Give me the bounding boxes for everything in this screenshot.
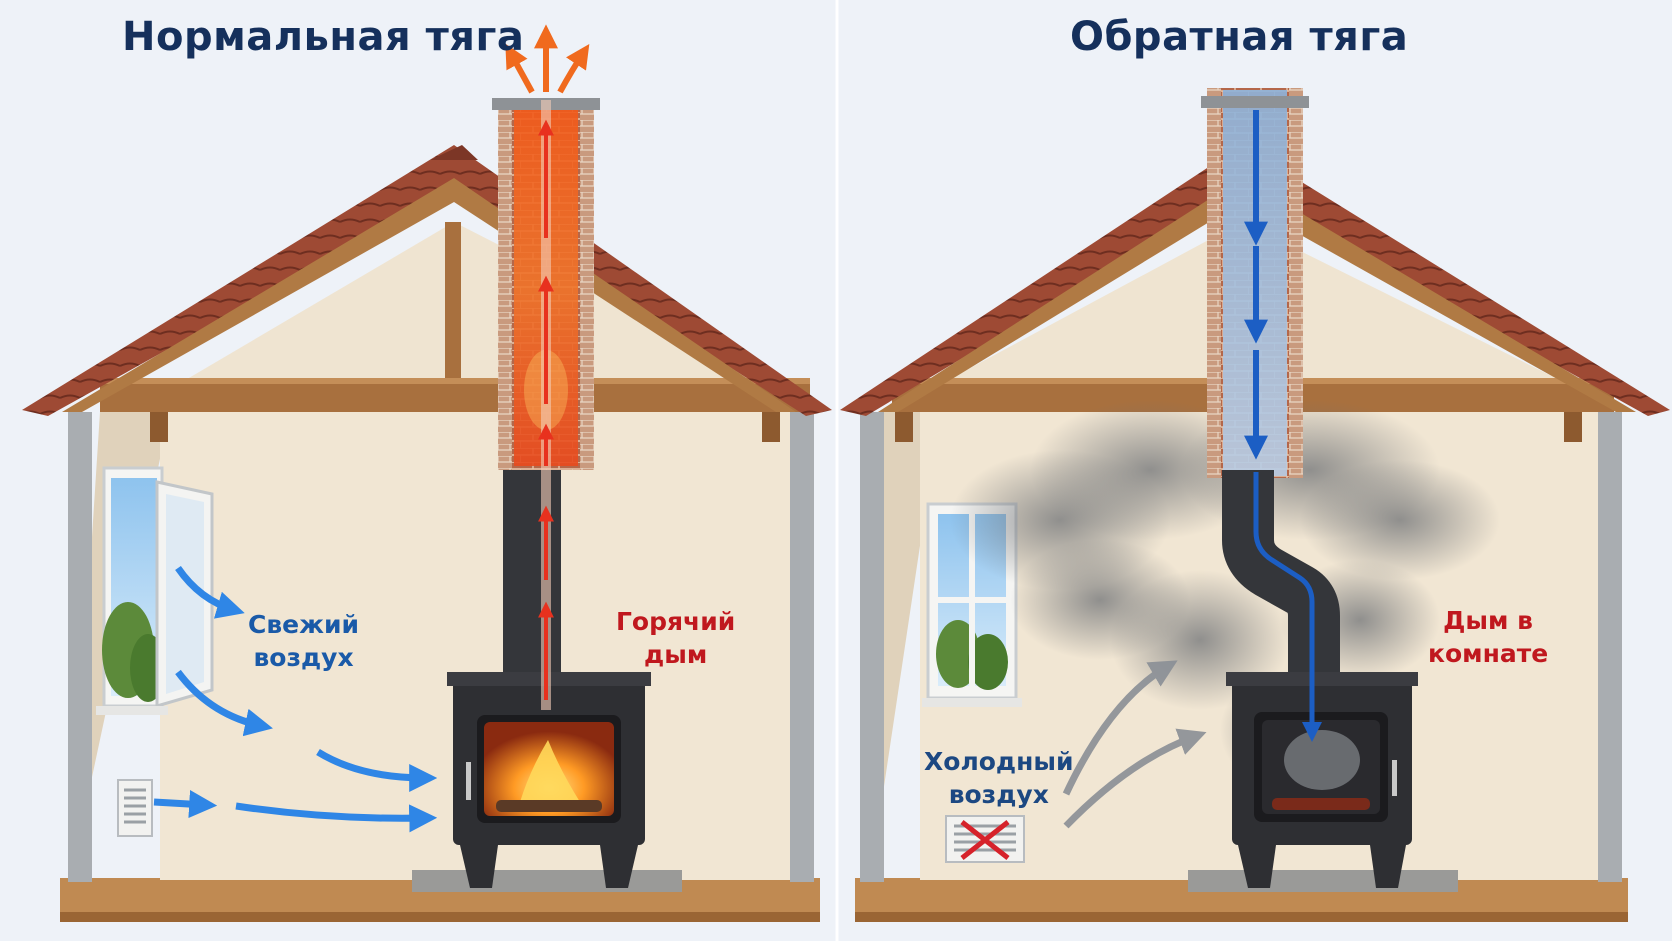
label-fresh-air-line1: Свежий: [248, 610, 360, 639]
label-cold-air-line2: воздух: [948, 780, 1049, 809]
label-hot-smoke: Горячий дым: [616, 605, 735, 671]
label-fresh-air: Свежий воздух: [248, 608, 359, 674]
label-smoke-in-room: Дым в комнате: [1428, 604, 1548, 670]
cold-air-arrows: [1062, 660, 1207, 829]
vent-grille-blocked: [945, 815, 1025, 863]
house-normal: [22, 145, 832, 922]
blocked-cross: [960, 820, 1010, 860]
stove-reverse: [1188, 672, 1458, 892]
wall-section-left: [68, 412, 92, 882]
stovepipe: [503, 452, 561, 677]
stove-normal: [412, 672, 682, 892]
fresh-air-arrows: [153, 565, 438, 833]
hot-smoke-arrows: [505, 24, 590, 710]
label-smoke-in-room-line1: Дым в: [1443, 606, 1533, 635]
wall-section-right: [790, 412, 814, 882]
label-smoke-in-room-line2: комнате: [1428, 639, 1549, 668]
gable: [160, 222, 792, 395]
label-hot-smoke-line1: Горячий: [616, 607, 736, 636]
title-reverse-draft: Обратная тяга: [1070, 14, 1409, 60]
vent-grille-open: [117, 779, 153, 837]
label-fresh-air-line2: воздух: [253, 643, 354, 672]
label-cold-air: Холодный воздух: [924, 745, 1074, 811]
reverse-flow-arrows: [1244, 110, 1322, 742]
window-open: [96, 466, 214, 715]
label-hot-smoke-line2: дым: [644, 640, 708, 669]
title-normal-draft: Нормальная тяга: [122, 14, 525, 60]
label-cold-air-line1: Холодный: [924, 747, 1074, 776]
